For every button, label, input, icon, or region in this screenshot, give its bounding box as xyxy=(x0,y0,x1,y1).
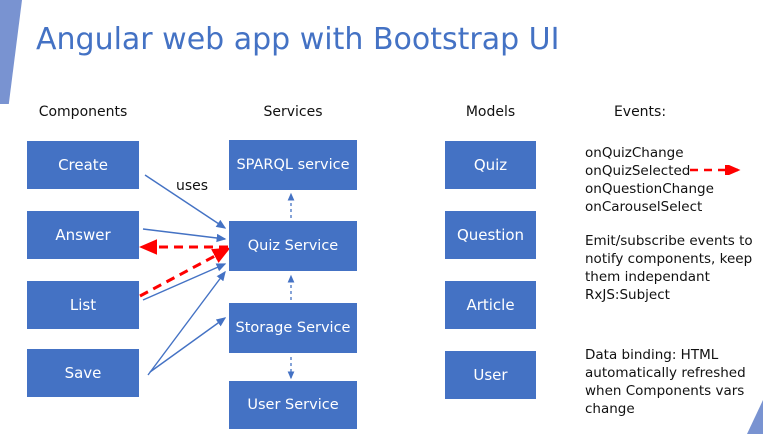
page-title: Angular web app with Bootstrap UI xyxy=(36,22,560,57)
connector-answer-to-quiz-service xyxy=(142,228,227,243)
component-node-answer[interactable]: Answer xyxy=(27,211,139,259)
service-node-storage-service[interactable]: Storage Service xyxy=(229,303,357,353)
decorative-wedge-left xyxy=(0,0,22,104)
red-dashed-arrow-icon xyxy=(690,165,741,175)
events-paragraph-emit: Emit/subscribe events to notify componen… xyxy=(585,233,753,303)
column-heading-services: Services xyxy=(263,104,323,120)
model-node-user[interactable]: User xyxy=(445,351,536,399)
column-heading-models: Models xyxy=(465,104,516,120)
component-node-list[interactable]: List xyxy=(27,281,139,329)
connector-save-to-quiz-service xyxy=(147,270,226,376)
model-node-quiz[interactable]: Quiz xyxy=(445,141,536,189)
events-name-list: onQuizChange onQuizSelected onQuestionCh… xyxy=(585,145,714,215)
column-heading-components: Components xyxy=(38,104,128,120)
service-node-quiz-service[interactable]: Quiz Service xyxy=(229,221,357,271)
events-paragraph-data-binding: Data binding: HTML automatically refresh… xyxy=(585,347,746,417)
connector-save-to-storage-service xyxy=(149,317,227,373)
service-node-user-service[interactable]: User Service xyxy=(229,381,357,429)
uses-label: uses xyxy=(176,178,209,194)
model-node-article[interactable]: Article xyxy=(445,281,536,329)
connector-list-to-quiz-service xyxy=(142,263,227,301)
model-node-question[interactable]: Question xyxy=(445,211,536,259)
column-heading-events: Events: xyxy=(613,104,667,120)
component-node-create[interactable]: Create xyxy=(27,141,139,189)
service-node-sparql-service[interactable]: SPARQL service xyxy=(229,140,357,190)
component-node-save[interactable]: Save xyxy=(27,349,139,397)
connector-event-list-to-quiz-service xyxy=(139,247,231,298)
